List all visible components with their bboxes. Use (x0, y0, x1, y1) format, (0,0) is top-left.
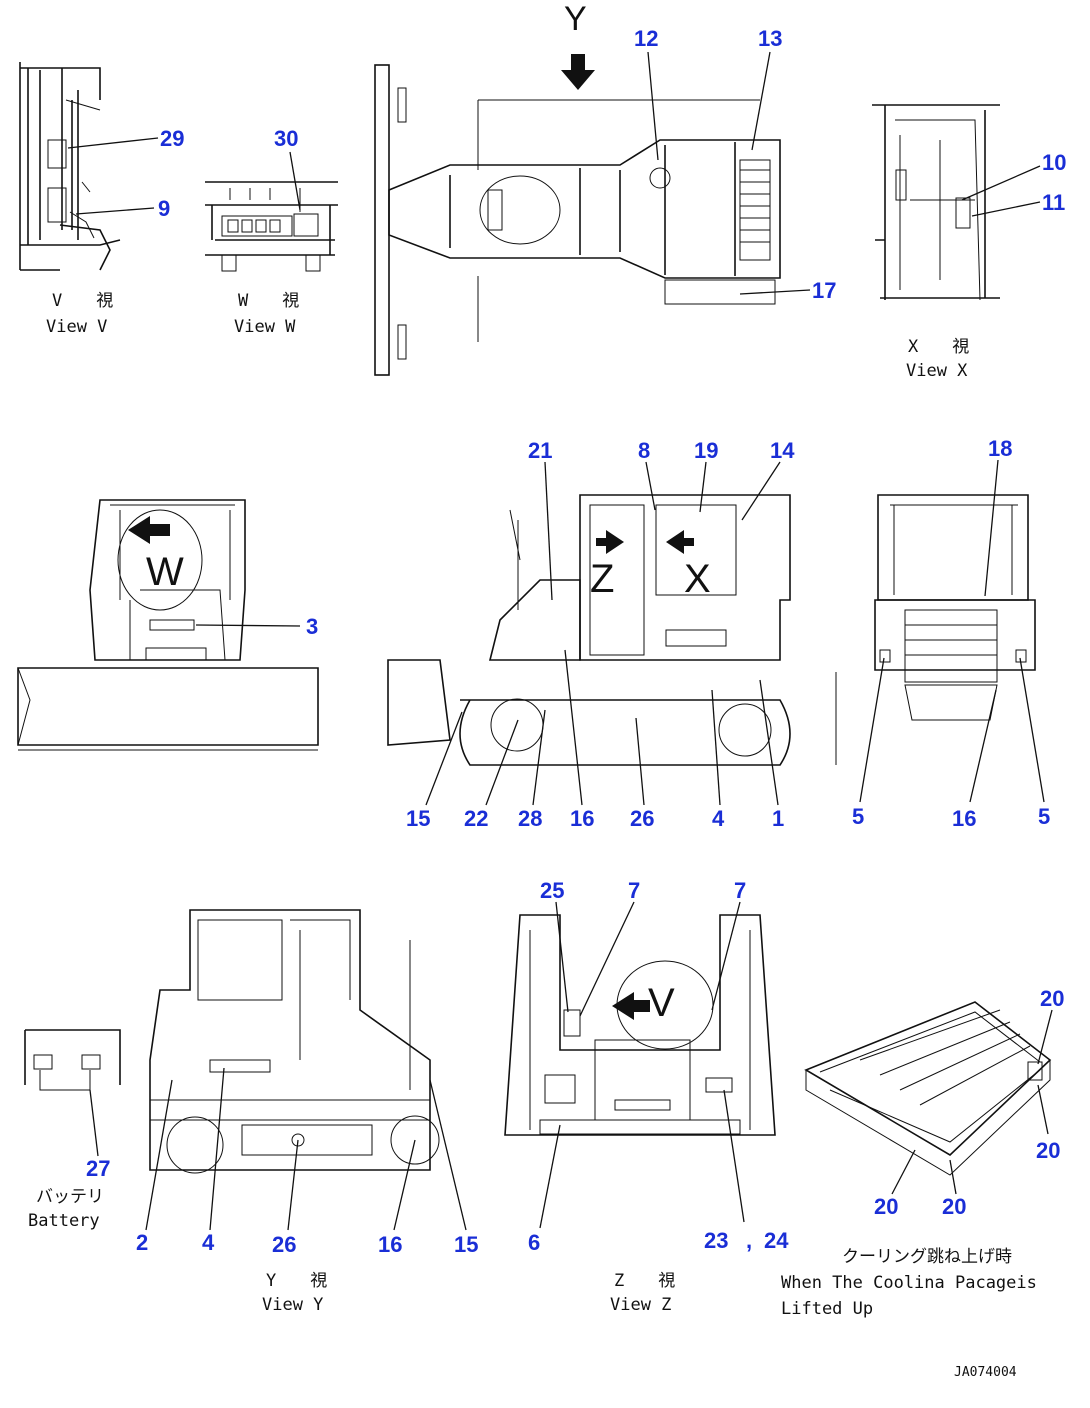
callout-29: 29 (160, 126, 184, 151)
callout-5-left: 5 (852, 804, 864, 829)
cooling-caption-en-2: Lifted Up (781, 1299, 873, 1319)
callout-25: 25 (540, 878, 564, 903)
view-x-caption-en: View X (906, 361, 968, 381)
callout-26-y: 26 (272, 1232, 296, 1257)
callout-14: 14 (770, 438, 795, 463)
view-y-drawing (145, 909, 467, 1231)
callout-20-top: 20 (1040, 986, 1064, 1011)
callout-23: 23 (704, 1228, 728, 1253)
callout-1: 1 (772, 806, 784, 831)
callout-20-bottom-left: 20 (874, 1194, 898, 1219)
callout-28: 28 (518, 806, 542, 831)
callout-15-y: 15 (454, 1232, 478, 1257)
view-v-caption-jp: V 視 (52, 291, 113, 311)
mark-z: Z (590, 557, 614, 601)
callout-8: 8 (638, 438, 650, 463)
callout-4-side: 4 (712, 806, 725, 831)
cooling-caption-en-1: When The Coolina Pacageis (781, 1273, 1037, 1293)
callout-16-side: 16 (570, 806, 594, 831)
callout-15: 15 (406, 806, 430, 831)
view-x-caption-jp: X 視 (908, 337, 969, 357)
callout-9: 9 (158, 196, 170, 221)
drawing-code: JA074004 (954, 1365, 1017, 1380)
battery-caption-jp: バッテリ (36, 1187, 104, 1207)
top-view-drawing: Y (374, 0, 811, 376)
front-view-drawing: W (17, 499, 319, 751)
view-x-drawing (872, 104, 1041, 301)
callout-27: 27 (86, 1156, 110, 1181)
mark-v: V (648, 981, 675, 1025)
mark-x: X (684, 557, 711, 601)
callout-22: 22 (464, 806, 488, 831)
side-view-drawing: Z X (387, 461, 791, 806)
view-w-drawing (205, 151, 338, 272)
mark-w: W (146, 550, 184, 594)
callout-2: 2 (136, 1230, 148, 1255)
callout-20-right: 20 (1036, 1138, 1060, 1163)
view-z-caption-jp: Z 視 (614, 1271, 675, 1291)
callout-18: 18 (988, 436, 1012, 461)
cooling-package-drawing (804, 1001, 1053, 1195)
callout-separator: , (746, 1228, 752, 1253)
callout-7-right: 7 (734, 878, 746, 903)
view-y-caption-jp: Y 視 (266, 1271, 327, 1291)
callout-4-y: 4 (202, 1230, 215, 1255)
callout-16-y: 16 (378, 1232, 402, 1257)
callout-24: 24 (764, 1228, 789, 1253)
callout-17: 17 (812, 278, 836, 303)
callout-11: 11 (1042, 190, 1065, 215)
callout-16-rear: 16 (952, 806, 976, 831)
callout-21: 21 (528, 438, 552, 463)
callout-3: 3 (306, 614, 318, 639)
view-y-caption-en: View Y (262, 1295, 323, 1315)
battery-caption-en: Battery (28, 1211, 100, 1231)
rear-view-drawing (835, 459, 1045, 803)
view-w-caption-en: View W (234, 317, 296, 337)
callout-7-left: 7 (628, 878, 640, 903)
callout-6: 6 (528, 1230, 540, 1255)
view-y-arrow-letter: Y (564, 0, 587, 38)
callout-19: 19 (694, 438, 718, 463)
callout-30: 30 (274, 126, 298, 151)
callout-13: 13 (758, 26, 782, 51)
view-v-caption-en: View V (46, 317, 107, 337)
callout-26-side: 26 (630, 806, 654, 831)
callout-20-bottom-right: 20 (942, 1194, 966, 1219)
cooling-caption-jp: クーリング跳ね上げ時 (842, 1247, 1012, 1267)
view-z-caption-en: View Z (610, 1295, 671, 1315)
view-w-caption-jp: W 視 (238, 291, 299, 311)
callout-5-right: 5 (1038, 804, 1050, 829)
callout-10: 10 (1042, 150, 1066, 175)
battery-drawing (24, 1029, 121, 1157)
view-v-drawing (19, 62, 159, 271)
view-z-drawing: V (504, 901, 776, 1229)
callout-12: 12 (634, 26, 658, 51)
